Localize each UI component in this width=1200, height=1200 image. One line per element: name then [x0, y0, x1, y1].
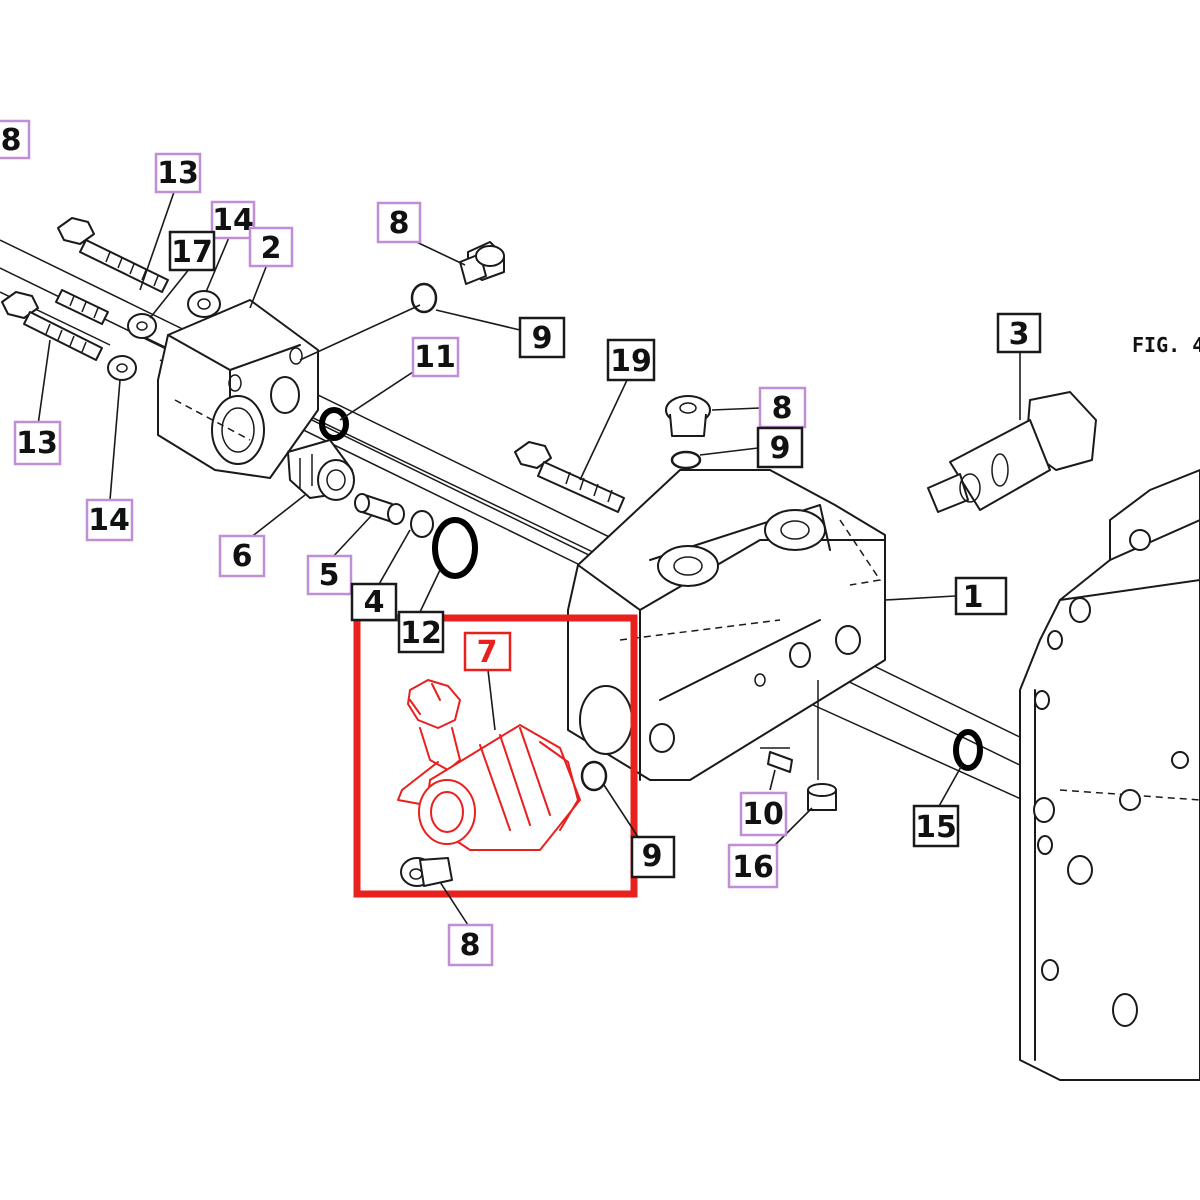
callout-label: 8	[772, 391, 793, 426]
callout-13-a: 13	[154, 152, 202, 194]
callout-label: 19	[610, 344, 652, 379]
plug-8-bottom	[400, 857, 453, 887]
callout-6: 6	[218, 534, 266, 578]
callout-10: 10	[739, 791, 788, 837]
figure-title: FIG. 402	[1132, 333, 1200, 357]
washer-14-b	[107, 355, 137, 381]
callout-label: 9	[770, 431, 791, 466]
bolt-17	[55, 289, 109, 325]
callout-7: 7	[463, 631, 512, 672]
callout-label: 17	[171, 235, 213, 270]
callout-label: 7	[477, 635, 498, 670]
o-ring-15	[953, 729, 983, 771]
callout-1: 1	[954, 576, 1008, 616]
callout-16: 16	[727, 843, 779, 889]
callout-label: 1	[963, 580, 984, 615]
valve-body-1	[567, 469, 886, 781]
callout-label: 13	[16, 426, 58, 461]
callout-8-c: 8	[758, 386, 807, 429]
callout-15: 15	[912, 804, 960, 848]
callout-label: 8	[389, 206, 410, 241]
callout-label: 4	[364, 585, 385, 620]
callout-label: 16	[732, 850, 774, 885]
callout-label: 2	[261, 231, 282, 266]
callout-label: 9	[642, 839, 663, 874]
callout-2: 2	[248, 226, 294, 268]
callout-label: 14	[212, 203, 254, 238]
callout-label: 9	[532, 321, 553, 356]
callout-4: 4	[350, 582, 398, 622]
callout-9-b: 9	[756, 426, 804, 469]
spool-5	[354, 493, 405, 525]
callout-label: 3	[1009, 317, 1030, 352]
callout-12: 12	[397, 610, 445, 654]
o-ring-12	[432, 517, 478, 579]
callout-9-a: 9	[518, 316, 566, 359]
callout-13-b: 13	[13, 420, 62, 466]
callout-8-b: 8	[376, 201, 422, 244]
plug-8-mid	[665, 395, 711, 437]
callout-19: 19	[606, 338, 656, 382]
o-ring-9-bottom	[580, 760, 608, 792]
bolt-13-upper	[57, 217, 169, 293]
callout-label: 14	[88, 503, 130, 538]
callout-label: 13	[157, 156, 199, 191]
callout-3: 3	[996, 312, 1042, 354]
callout-label: 8	[460, 928, 481, 963]
callout-5: 5	[306, 554, 353, 596]
highlight-frame	[353, 614, 638, 898]
callout-14-b: 14	[85, 498, 134, 542]
washer-4	[410, 510, 434, 538]
callout-label: 12	[400, 616, 442, 651]
callout-14-a: 14	[210, 200, 256, 240]
washer-17-ring	[127, 313, 157, 339]
callout-label: 5	[319, 558, 340, 593]
callout-8-d: 8	[447, 923, 494, 967]
callout-label: 11	[414, 340, 456, 375]
o-ring-9-top	[410, 282, 438, 314]
housing-frame	[1019, 469, 1200, 1081]
cover-block-2	[157, 299, 319, 479]
valve-cartridge-3	[927, 391, 1097, 513]
callout-label: 8	[1, 123, 22, 158]
callout-17: 17	[168, 230, 216, 272]
pin-10	[760, 747, 793, 773]
bolt-13-lower	[1, 291, 103, 361]
o-ring-11	[319, 407, 349, 441]
callout-label: 6	[232, 539, 253, 574]
o-ring-9-mid	[670, 450, 702, 470]
callout-11: 11	[411, 336, 460, 378]
callout-8-a: 8	[0, 119, 31, 160]
washer-14-a	[187, 290, 221, 318]
bolt-19	[514, 441, 625, 513]
callout-label: 10	[742, 797, 784, 832]
sleeve-6	[287, 439, 355, 501]
callout-label: 15	[915, 810, 957, 845]
callout-9-c: 9	[630, 835, 676, 879]
plug-8-top	[459, 241, 505, 285]
solenoid-7-highlighted	[397, 679, 582, 851]
sleeve-16	[807, 680, 837, 811]
leader-lines	[37, 191, 1021, 926]
